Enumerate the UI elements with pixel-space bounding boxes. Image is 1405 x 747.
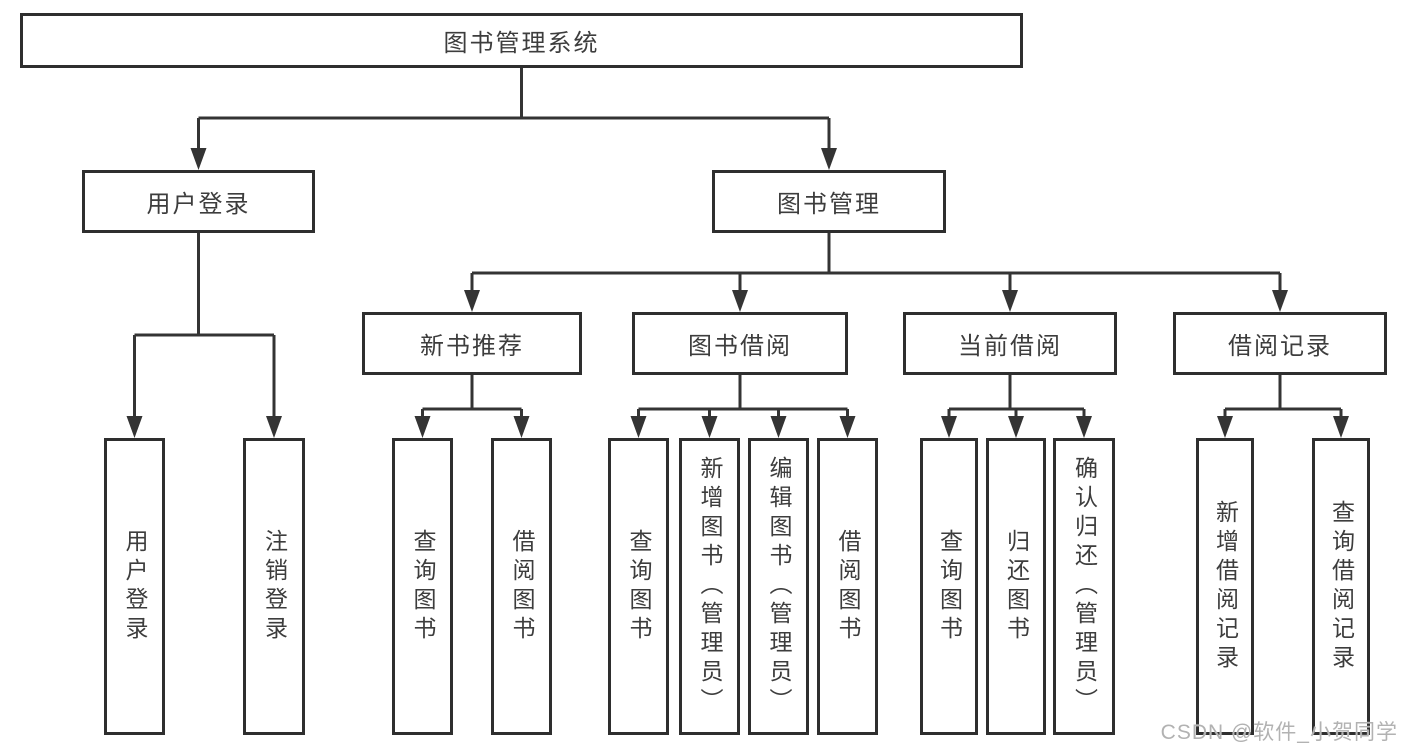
node-label: 图书管理 — [777, 191, 881, 218]
leaf-label: 查询图书 — [410, 528, 436, 645]
leaf-label: 新增图书（管理员） — [697, 456, 723, 717]
arrowhead-down-icon — [821, 148, 837, 170]
arrowhead-down-icon — [464, 290, 480, 312]
node-borrowing-records: 借阅记录 — [1173, 312, 1387, 375]
leaf-label: 确认归还（管理员） — [1071, 456, 1098, 717]
leaf-add-books-admin: 新增图书（管理员） — [679, 438, 740, 735]
leaf-label: 用户登录 — [122, 528, 148, 645]
leaf-return-books: 归还图书 — [986, 438, 1046, 735]
connector-line — [133, 68, 1343, 420]
arrowhead-down-icon — [190, 148, 207, 170]
arrowhead-down-icon — [126, 416, 143, 438]
arrowhead-down-icon — [1333, 416, 1349, 438]
node-label: 当前借阅 — [958, 333, 1062, 360]
node-root-library-system: 图书管理系统 — [20, 13, 1023, 68]
leaf-label: 查询借阅记录 — [1328, 499, 1355, 674]
leaf-logout: 注销登录 — [243, 438, 305, 735]
arrowhead-down-icon — [770, 416, 787, 438]
leaf-borrow-books-recommend: 借阅图书 — [491, 438, 552, 735]
leaf-label: 归还图书 — [1003, 528, 1030, 645]
leaf-label: 注销登录 — [261, 528, 288, 645]
node-book-management: 图书管理 — [712, 170, 946, 233]
leaf-label: 借阅图书 — [835, 528, 861, 645]
arrowhead-down-icon — [839, 416, 856, 438]
leaf-add-borrow-record: 新增借阅记录 — [1196, 438, 1254, 735]
node-label: 图书管理系统 — [443, 30, 600, 57]
node-new-book-recommendation: 新书推荐 — [362, 312, 582, 375]
leaf-label: 借阅图书 — [509, 528, 535, 645]
leaf-query-books-current: 查询图书 — [920, 438, 978, 735]
leaf-query-books-recommend: 查询图书 — [392, 438, 453, 735]
leaf-user-login: 用户登录 — [104, 438, 165, 735]
leaf-confirm-return-admin: 确认归还（管理员） — [1053, 438, 1115, 735]
node-current-borrowing: 当前借阅 — [903, 312, 1117, 375]
arrowhead-down-icon — [414, 416, 431, 438]
leaf-query-borrow-record: 查询借阅记录 — [1312, 438, 1370, 735]
watermark-text: CSDN @软件_小贺同学 — [1160, 721, 1398, 744]
leaf-query-books-borrowing: 查询图书 — [608, 438, 669, 735]
arrowhead-down-icon — [1217, 416, 1233, 438]
node-label: 新书推荐 — [420, 333, 524, 360]
arrowhead-down-icon — [513, 416, 530, 438]
node-book-borrowing: 图书借阅 — [632, 312, 848, 375]
leaf-label: 查询图书 — [936, 528, 963, 645]
arrowhead-down-icon — [732, 290, 748, 312]
leaf-label: 查询图书 — [626, 528, 652, 645]
leaf-label: 新增借阅记录 — [1212, 499, 1239, 674]
leaf-label: 编辑图书（管理员） — [766, 456, 792, 717]
arrowhead-down-icon — [1008, 416, 1024, 438]
arrowhead-down-icon — [941, 416, 957, 438]
arrowhead-down-icon — [1076, 416, 1092, 438]
node-label: 借阅记录 — [1228, 333, 1332, 360]
arrowhead-down-icon — [701, 416, 718, 438]
arrowhead-down-icon — [266, 416, 282, 438]
node-label: 图书借阅 — [688, 333, 792, 360]
arrowhead-down-icon — [630, 416, 647, 438]
node-user-login: 用户登录 — [82, 170, 315, 233]
arrowhead-down-icon — [1002, 290, 1018, 312]
leaf-edit-books-admin: 编辑图书（管理员） — [748, 438, 809, 735]
leaf-borrow-books: 借阅图书 — [817, 438, 878, 735]
node-label: 用户登录 — [146, 191, 251, 218]
arrowhead-down-icon — [1272, 290, 1288, 312]
